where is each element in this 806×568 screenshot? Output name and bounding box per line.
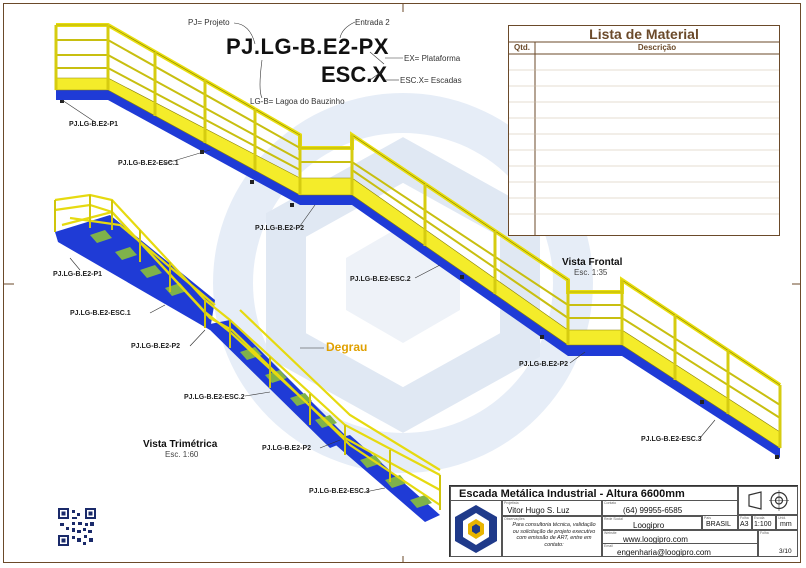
website-cell: Website www.loogipro.com [602,530,758,544]
front-label-p2b: PJ.LG-B.E2-P2 [519,361,569,368]
projection-symbol-cell [738,486,798,515]
third-angle-projection-icon [748,490,789,511]
social-cell: Rede Social Loogipro [602,516,702,530]
size-cell: Folha A3 [738,515,752,530]
front-label-esc2: PJ.LG-B.E2-ESC.2 [350,276,411,283]
sheet-number: 3/10 [779,548,792,555]
country-value: BRASIL [706,521,731,528]
contact-cell: Contato (64) 99955-6585 [602,500,738,516]
col-header-desc: Descrição [637,43,677,52]
unit-value: mm [780,521,792,528]
social-handle: Loogipro [633,521,665,530]
designer-cell: Projetista Vitor Hugo S. Luz [502,500,602,516]
legend-escx: ESC.X= Escadas [400,76,462,85]
scale-caption: Escala [754,516,765,520]
tri-view-title: Vista Trimétrica [143,439,218,450]
material-list-grid [509,41,779,235]
company-logo [455,505,497,553]
website-caption: Website [604,531,617,535]
qr-code [58,508,96,546]
observations-cell: Observações Para consultoria técnica, va… [502,516,602,557]
tri-label-esc1: PJ.LG-B.E2-ESC.1 [70,310,131,317]
social-caption: Rede Social [604,517,623,521]
designer-caption: Projetista [504,501,519,505]
size-caption: Folha [740,516,749,520]
legend-entrada: Entrada 2 [355,18,390,27]
country-caption: País [704,516,712,520]
observations-text: Para consultoria técnica, validação ou s… [512,522,596,548]
title-block: Escada Metálica Industrial - Altura 6600… [449,485,798,557]
sheet-border [3,3,801,563]
designer-name: Vitor Hugo S. Luz [507,506,570,515]
website-url: www.loogipro.com [623,535,688,544]
email-cell: Email engenharia@loogipro.com [602,543,758,557]
degrau-label: Degrau [326,340,368,354]
front-view-scale: Esc. 1:35 [574,268,608,277]
email-address: engenharia@loogipro.com [617,548,711,557]
tri-view-scale: Esc. 1:60 [165,450,199,459]
front-label-esc3: PJ.LG-B.E2-ESC.3 [641,436,702,443]
observations-caption: Observações [504,517,525,521]
tri-label-p2a: PJ.LG-B.E2-P2 [131,343,181,350]
front-view-title: Vista Frontal [562,257,623,268]
title-block-logo-cell [450,500,502,557]
sheet-caption: Folha [760,531,769,535]
esc-code: ESC.X [321,62,388,87]
email-caption: Email [604,544,613,548]
unit-cell: Unid. mm [776,515,798,530]
front-label-esc1: PJ.LG-B.E2-ESC.1 [118,160,179,167]
tri-label-esc3: PJ.LG-B.E2-ESC.3 [309,488,370,495]
unit-caption: Unid. [778,516,787,520]
legend-lg: LG-B= Lagoa do Bauzinho [250,97,345,106]
scale-value: 1:100 [754,521,772,528]
front-label-p1: PJ.LG-B.E2-P1 [69,121,119,128]
tri-label-p2b: PJ.LG-B.E2-P2 [262,445,312,452]
contact-phone: (64) 99955-6585 [623,506,683,515]
tri-label-p1: PJ.LG-B.E2-P1 [53,271,103,278]
col-header-qty: Qtd. [514,43,530,52]
drawing-title: Escada Metálica Industrial - Altura 6600… [459,488,685,500]
legend-pj: PJ= Projeto [188,18,230,27]
country-cell: País BRASIL [702,515,738,530]
scale-cell: Escala 1:100 [752,515,776,530]
legend-ex: EX= Plataforma [404,54,461,63]
material-list-title: Lista de Material [589,26,699,42]
contact-caption: Contato [604,501,617,505]
tri-label-esc2: PJ.LG-B.E2-ESC.2 [184,394,245,401]
material-list-table: Lista de Material Qtd. Descrição [508,25,780,236]
title-cell: Escada Metálica Industrial - Altura 6600… [450,486,738,501]
size-value: A3 [740,521,749,528]
sheet-number-cell: Folha 3/10 [758,530,798,557]
front-label-p2a: PJ.LG-B.E2-P2 [255,225,305,232]
